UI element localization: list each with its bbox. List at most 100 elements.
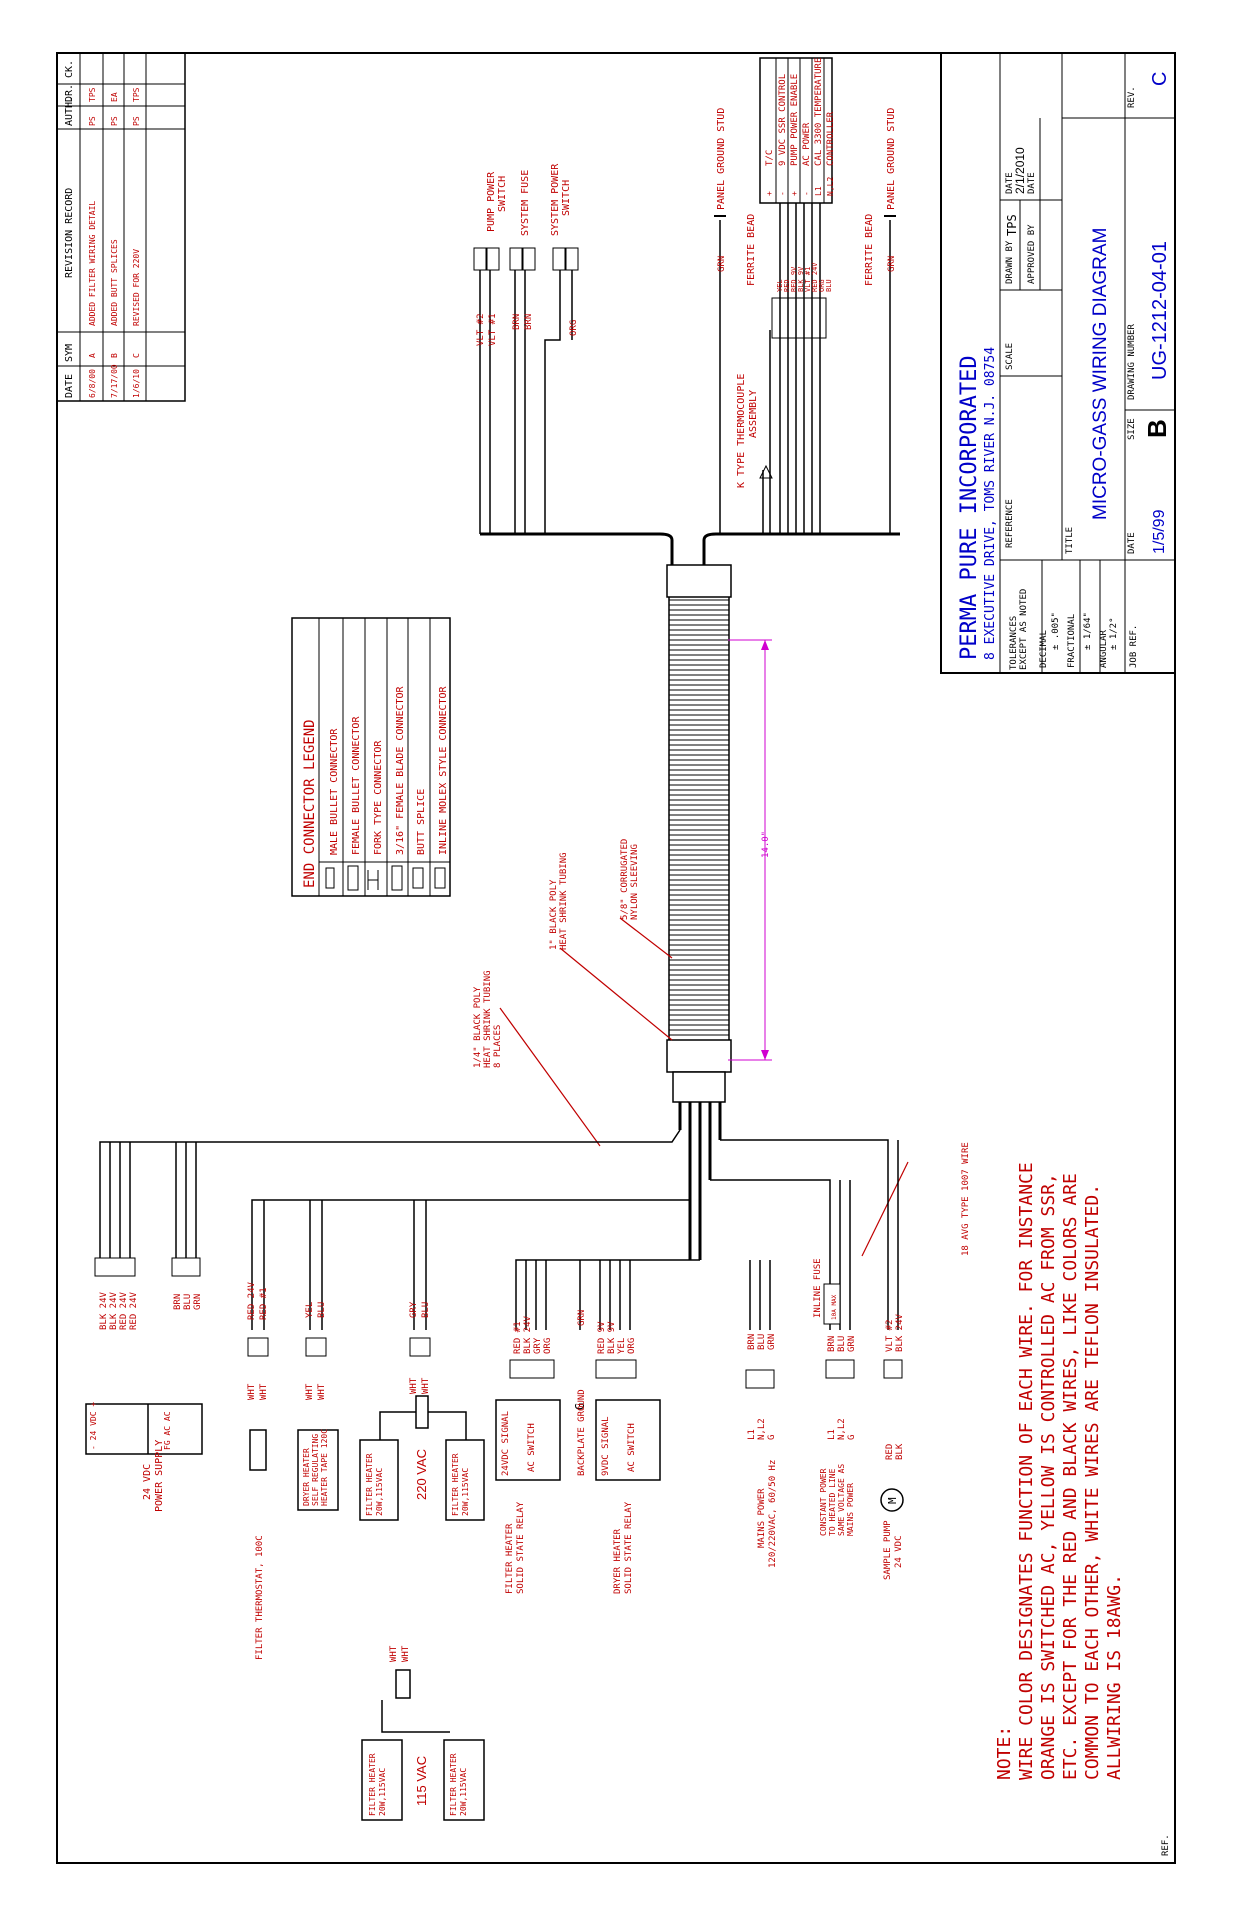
filter-heater-115-b — [443, 1739, 485, 1821]
drawing-title: MICRO-GASS WIRING DIAGRAM — [1090, 228, 1111, 520]
controller-wire-color: BLU — [825, 279, 833, 292]
fractional-label: FRACTIONAL — [1067, 614, 1077, 668]
ferrite-bead-label: FERRITE BEAD — [864, 214, 875, 286]
title-block: PERMA PURE INCORPORATED 8 EXECUTIVE DRIV… — [940, 52, 1176, 674]
revision-record: DATE SYM REVISION RECORD AUTH. DR. CK. 6… — [56, 52, 186, 402]
dryer-ssr — [595, 1399, 661, 1481]
controller-terminal-label: CONTROLLER — [826, 111, 836, 166]
filter-heater-label: FILTER HEATER — [449, 1753, 458, 1816]
wire-label: BLK 24V — [895, 1313, 905, 1352]
controller-terminal-label: T/C — [765, 150, 775, 166]
legend-item: FORK TYPE CONNECTOR — [373, 740, 384, 855]
dryer-ssr-label: DRYER HEATER — [613, 1528, 623, 1594]
svg-text:L1: L1 — [814, 186, 823, 196]
harness-trunk: 14.0" — [480, 532, 900, 1260]
wire-label: BRN — [747, 1334, 757, 1350]
size-label: SIZE — [1127, 418, 1137, 440]
sleeving-label: 5/8" CORRUGATED — [620, 839, 630, 920]
note-line: ORANGE IS SWITCHED AC, YELLOW IS CONTROL… — [1038, 1173, 1059, 1780]
wire-label-brn: BRN — [512, 314, 522, 330]
thermocouple-label: K TYPE THERMOCOUPLE — [736, 374, 747, 488]
wire-label: WHT — [401, 1645, 411, 1662]
inline-fuse — [823, 1283, 841, 1325]
heated-line-label: CONSTANT POWER — [819, 1468, 828, 1536]
wire-label: RED 24V — [129, 1291, 139, 1330]
wire-label: BLU — [837, 1336, 847, 1352]
pump-motor-symbol: M — [886, 1497, 899, 1504]
rev-row-date: 6/8/00 — [88, 369, 97, 398]
revision-letter: C — [1149, 72, 1171, 86]
svg-text:POWER SUPPLY: POWER SUPPLY — [154, 1440, 165, 1512]
backplate-ground-label: BACKPLATE GROUND — [577, 1389, 587, 1476]
wire-label-org: ORG — [569, 320, 579, 336]
wire-label: BLU — [183, 1294, 193, 1310]
svg-text:SOLID STATE RELAY: SOLID STATE RELAY — [624, 1501, 634, 1594]
wire-label: WHT — [247, 1383, 257, 1400]
svg-text:20W,115VAC: 20W,115VAC — [459, 1768, 468, 1816]
corrugation-ribs — [669, 599, 729, 1036]
scale-label: SCALE — [1005, 343, 1015, 370]
ref-label: REF. — [1161, 1834, 1171, 1856]
lower-labels: BLK 24V BLK 24V RED 24V RED 24V BRN BLU … — [89, 1258, 905, 1816]
wiring-note: NOTE: WIRE COLOR DESIGNATES FUNCTION OF … — [994, 1162, 1125, 1780]
filter-heater-label: FILTER HEATER — [451, 1453, 460, 1516]
svg-text:G: G — [767, 1435, 777, 1440]
rev-row-desc: ADDED BUTT SPLICES — [110, 239, 119, 326]
filter-heater-115-a — [361, 1739, 403, 1821]
controller-wire-color: RED 9V — [790, 266, 798, 292]
pump-power-switch-label: PUMP POWER — [486, 171, 497, 232]
drawn-date: 2/1/2010 — [1013, 147, 1027, 194]
decimal-label: DECIMAL — [1039, 630, 1049, 668]
ferrite-bead — [771, 297, 827, 339]
rev-header-revision: REVISION RECORD — [64, 188, 75, 278]
ferrite-bead-label: FERRITE BEAD — [746, 214, 757, 286]
temperature-controller — [759, 57, 833, 204]
filter-ssr-label: FILTER HEATER — [505, 1523, 515, 1594]
rev-row-sym: C — [132, 353, 141, 358]
drawing-date: 1/5/99 — [1151, 509, 1168, 554]
wire-type-label: 18 AVG TYPE 1007 WIRE — [961, 1142, 971, 1256]
controller-wire-color: ORG — [818, 279, 826, 292]
panel-ground-stud-label: PANEL GROUND STUD — [886, 108, 897, 210]
rev-row-desc: ADDED FILTER WIRING DETAIL — [88, 201, 97, 326]
wire-label: BRN — [173, 1294, 183, 1310]
svg-text:N,L2: N,L2 — [837, 1418, 847, 1440]
svg-text:-: - — [778, 191, 787, 196]
wire-label: GRN — [193, 1294, 203, 1310]
end-connector-legend: END CONNECTOR LEGEND MALE BULLET CONNECT… — [291, 617, 451, 897]
rev-row-auth: PS — [88, 116, 97, 126]
wire-label: BLK 24V — [109, 1291, 119, 1330]
wire-label: BLU — [317, 1302, 327, 1318]
wire-label: GRY — [533, 1337, 543, 1354]
wire-label: BLK 24V — [99, 1291, 109, 1330]
legend-item: 3/16" FEMALE BLADE CONNECTOR — [395, 685, 406, 855]
wire-label: BLK 24V — [523, 1315, 533, 1354]
tolerances-label: TOLERANCES — [1009, 616, 1019, 670]
power-supply-terminals: - 24 VDC + — [89, 1402, 98, 1450]
controller-wire-color: YEL — [776, 279, 784, 292]
rev-row-dr: TPS — [132, 87, 141, 102]
upper-wiring — [473, 57, 896, 534]
svg-text:L1: L1 — [747, 1429, 757, 1440]
svg-text:SWITCH: SWITCH — [561, 180, 572, 216]
filter-heater-220-a — [359, 1439, 399, 1521]
filter-thermostat-label: FILTER THERMOSTAT, 100C — [255, 1535, 265, 1660]
upper-labels: PUMP POWER SWITCH SYSTEM FUSE SYSTEM POW… — [476, 58, 897, 488]
date-label: DATE — [1127, 532, 1137, 554]
voltage-label-115: 115 VAC — [414, 1756, 429, 1806]
dryer-heater-tape — [297, 1429, 339, 1511]
note-line: COMMON TO EACH OTHER, WHITE WIRES ARE TE… — [1082, 1184, 1103, 1780]
svg-text:MAINS POWER: MAINS POWER — [846, 1483, 855, 1536]
rev-header-date: DATE — [64, 374, 75, 398]
wire-label: GRN — [577, 1310, 587, 1326]
sample-pump-label: SAMPLE PUMP — [883, 1520, 893, 1580]
filter-thermostat — [249, 1429, 267, 1471]
angular-label: ANGULAR — [1099, 629, 1109, 668]
wire-label: WHT — [259, 1383, 269, 1400]
heat-shrink-small-label: 1/4" BLACK POLY — [473, 986, 483, 1068]
svg-text:HEATER TAPE 120C: HEATER TAPE 120C — [320, 1429, 329, 1506]
svg-text:NYLON SLEEVING: NYLON SLEEVING — [630, 844, 640, 920]
rev-row-date: 7/17/00 — [110, 364, 119, 398]
rev-row-sym: B — [110, 353, 119, 358]
svg-text:24 VDC: 24 VDC — [894, 1535, 904, 1568]
